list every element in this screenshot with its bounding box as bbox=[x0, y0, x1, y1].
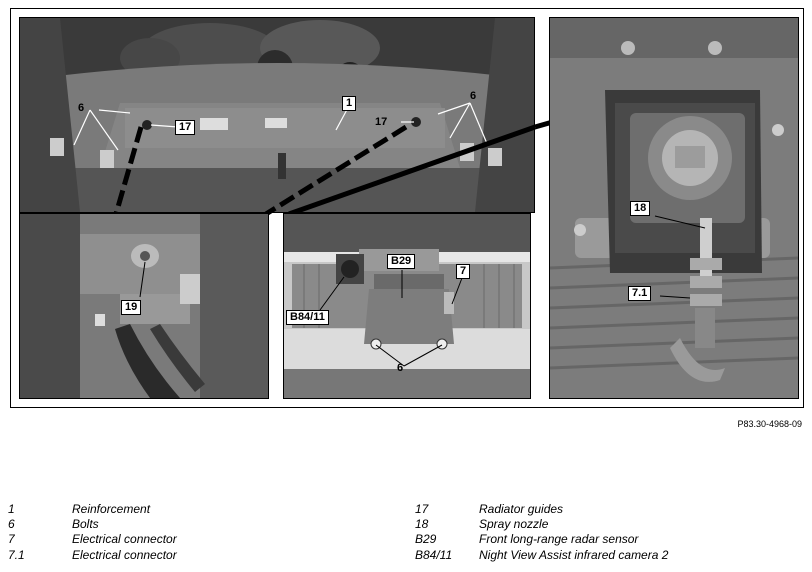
callout-spray-nozzle-18: 18 bbox=[630, 201, 651, 216]
legend-code: B84/11 bbox=[415, 548, 453, 562]
engine-bay-illustration bbox=[20, 18, 534, 212]
legend-code: 7.1 bbox=[8, 548, 25, 562]
callout-radar-bolts-6: 6 bbox=[397, 362, 404, 374]
legend-text: Night View Assist infrared camera 2 bbox=[479, 548, 669, 562]
callout-radar-connector-7: 7 bbox=[456, 264, 471, 279]
figure-frame: 6 17 1 17 6 19 bbox=[10, 8, 804, 408]
legend-item: 7 Electrical connector bbox=[8, 532, 388, 547]
figure-reference: P83.30-4968-09 bbox=[737, 419, 802, 429]
legend-text: Electrical connector bbox=[72, 532, 177, 546]
callout-radar-b29: B29 bbox=[387, 254, 416, 269]
callout-detail-19: 19 bbox=[121, 300, 142, 315]
legend-code: B29 bbox=[415, 532, 437, 546]
photo-radar-sensor-detail: B29 7 B84/11 6 bbox=[283, 213, 531, 399]
callout-camera-connector-71: 7.1 bbox=[628, 286, 652, 301]
legend-text: Reinforcement bbox=[72, 502, 151, 516]
callout-radiator-guide-right: 17 bbox=[375, 116, 388, 128]
legend-item: 1 Reinforcement bbox=[8, 502, 388, 517]
radar-sensor-illustration bbox=[284, 214, 530, 398]
legend-code: 17 bbox=[415, 502, 429, 516]
legend-item: 7.1 Electrical connector bbox=[8, 548, 388, 563]
legend-item: 17 Radiator guides bbox=[415, 502, 805, 517]
legend-text: Electrical connector bbox=[72, 548, 177, 562]
legend: 1 Reinforcement 6 Bolts 7 Electrical con… bbox=[8, 500, 808, 570]
legend-code: 6 bbox=[8, 517, 15, 531]
callout-radiator-guide-left: 17 bbox=[175, 120, 196, 135]
legend-text: Radiator guides bbox=[479, 502, 564, 516]
photo-engine-bay: 6 17 1 17 6 bbox=[19, 17, 535, 213]
photo-radiator-guide-detail: 19 bbox=[19, 213, 269, 399]
radiator-guide-illustration bbox=[20, 214, 268, 398]
legend-item: 6 Bolts bbox=[8, 517, 388, 532]
callout-radar-b8411: B84/11 bbox=[286, 310, 329, 325]
legend-item: 18 Spray nozzle bbox=[415, 517, 805, 532]
legend-code: 7 bbox=[8, 532, 15, 546]
callout-bolts-right: 6 bbox=[470, 90, 477, 102]
callout-reinforcement: 1 bbox=[342, 96, 357, 111]
legend-code: 18 bbox=[415, 517, 429, 531]
callout-bolts-left: 6 bbox=[78, 102, 85, 114]
legend-text: Spray nozzle bbox=[479, 517, 549, 531]
legend-item: B84/11 Night View Assist infrared camera… bbox=[415, 548, 805, 563]
legend-text: Bolts bbox=[72, 517, 99, 531]
infrared-camera-illustration bbox=[550, 18, 798, 398]
photo-infrared-camera-detail: 18 7.1 bbox=[549, 17, 799, 399]
legend-code: 1 bbox=[8, 502, 15, 516]
legend-text: Front long-range radar sensor bbox=[479, 532, 639, 546]
legend-item: B29 Front long-range radar sensor bbox=[415, 532, 805, 547]
